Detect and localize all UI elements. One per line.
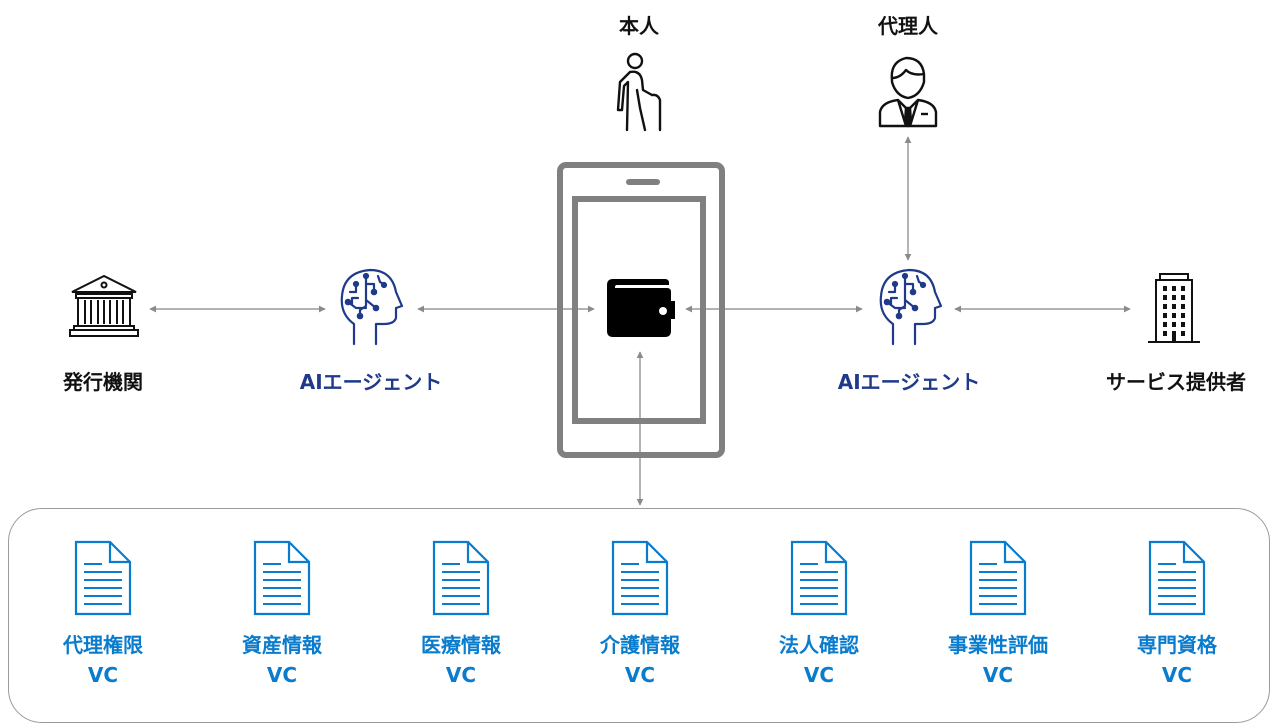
ai-brain-icon: [879, 268, 943, 346]
document-icon: [611, 540, 669, 616]
document-icon: [969, 540, 1027, 616]
credential-item-6[interactable]: 専門資格 VC: [1097, 540, 1257, 690]
credentials-container: [8, 508, 1270, 723]
elderly-person-icon: [616, 52, 662, 132]
document-icon: [432, 540, 490, 616]
credential-item-0[interactable]: 代理権限 VC: [23, 540, 183, 690]
credential-title: 専門資格: [1137, 633, 1217, 657]
credential-title: 代理権限: [63, 633, 143, 657]
credential-item-1[interactable]: 資産情報 VC: [202, 540, 362, 690]
bank-building-icon: [69, 274, 139, 337]
agent-right-label: AIエージェント: [837, 370, 981, 394]
agent-left-label: AIエージェント: [299, 370, 443, 394]
credential-item-4[interactable]: 法人確認 VC: [739, 540, 899, 690]
issuer-label: 発行機関: [63, 370, 143, 394]
document-icon: [1148, 540, 1206, 616]
credential-title: 法人確認: [779, 633, 859, 657]
credential-title: 資産情報: [242, 633, 322, 657]
office-building-icon: [1148, 273, 1200, 343]
document-icon: [253, 540, 311, 616]
ai-brain-icon: [340, 268, 404, 346]
proxy-label: 代理人: [878, 14, 938, 38]
credential-title: 医療情報: [421, 633, 501, 657]
wallet-icon: [607, 279, 675, 337]
credential-item-5[interactable]: 事業性評価 VC: [918, 540, 1078, 690]
credential-suffix: VC: [624, 663, 656, 687]
credential-item-3[interactable]: 介護情報 VC: [560, 540, 720, 690]
principal-label: 本人: [619, 14, 659, 38]
document-icon: [74, 540, 132, 616]
businessman-icon: [878, 56, 938, 128]
credential-title: 事業性評価: [948, 633, 1048, 657]
credential-title: 介護情報: [600, 633, 680, 657]
credential-suffix: VC: [1161, 663, 1193, 687]
credential-suffix: VC: [87, 663, 119, 687]
service-provider-label: サービス提供者: [1106, 370, 1246, 394]
smartphone-icon: [557, 162, 725, 458]
credential-suffix: VC: [266, 663, 298, 687]
credential-item-2[interactable]: 医療情報 VC: [381, 540, 541, 690]
credential-suffix: VC: [803, 663, 835, 687]
document-icon: [790, 540, 848, 616]
credential-suffix: VC: [445, 663, 477, 687]
credential-suffix: VC: [982, 663, 1014, 687]
